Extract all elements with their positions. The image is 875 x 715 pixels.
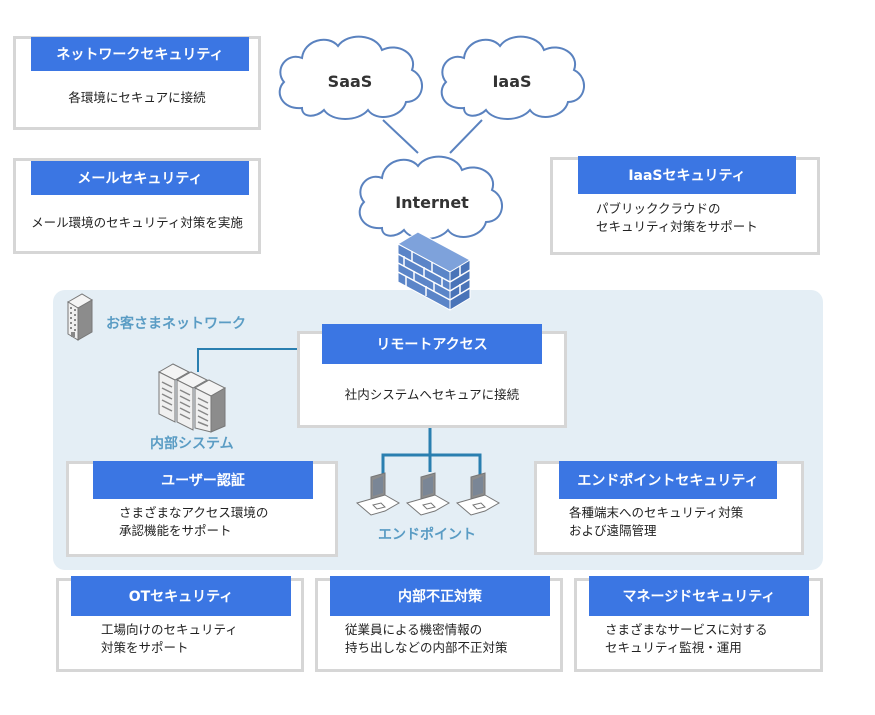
card-description: パブリッククラウドの セキュリティ対策をサポート bbox=[596, 201, 758, 234]
endpoint-branch-line bbox=[381, 453, 482, 475]
card-title: エンドポイントセキュリティ bbox=[559, 461, 777, 499]
internet-label: Internet bbox=[395, 193, 469, 212]
card-title: ネットワークセキュリティ bbox=[31, 37, 249, 71]
card-description: さまざまなアクセス環境の 承認機能をサポート bbox=[119, 505, 269, 538]
iaas-security-card: IaaSセキュリティ パブリッククラウドの セキュリティ対策をサポート bbox=[550, 156, 820, 255]
server-rack-icon bbox=[157, 363, 227, 433]
iaas-internet-line bbox=[449, 119, 483, 154]
saas-internet-line bbox=[382, 119, 419, 154]
iaas-cloud-icon: IaaS bbox=[440, 35, 585, 120]
card-description: 社内システムへセキュアに接続 bbox=[344, 387, 520, 402]
card-description: 従業員による機密情報の 持ち出しなどの内部不正対策 bbox=[345, 622, 508, 655]
card-description: 各種端末へのセキュリティ対策 および遠隔管理 bbox=[569, 505, 744, 538]
card-title: OTセキュリティ bbox=[71, 576, 291, 616]
card-description: 工場向けのセキュリティ 対策をサポート bbox=[101, 622, 238, 655]
endpoint-label: エンドポイント bbox=[378, 527, 476, 543]
remote-access-card: リモートアクセス 社内システムへセキュアに接続 bbox=[297, 324, 567, 428]
laptop-icon bbox=[355, 472, 401, 516]
saas-label: SaaS bbox=[328, 72, 373, 91]
card-title: IaaSセキュリティ bbox=[578, 156, 796, 194]
saas-cloud-icon: SaaS bbox=[278, 35, 423, 120]
internal-system-label: 内部システム bbox=[150, 436, 234, 452]
customer-network-label: お客さまネットワーク bbox=[106, 316, 246, 332]
firewall-icon bbox=[396, 231, 472, 311]
laptop-icon bbox=[455, 472, 501, 516]
card-title: マネージドセキュリティ bbox=[589, 576, 809, 616]
mail-security-card: メールセキュリティ メール環境のセキュリティ対策を実施 bbox=[13, 158, 261, 254]
building-icon bbox=[67, 293, 93, 341]
network-security-card: ネットワークセキュリティ 各環境にセキュアに接続 bbox=[13, 36, 261, 130]
card-title: ユーザー認証 bbox=[93, 461, 313, 499]
card-description: メール環境のセキュリティ対策を実施 bbox=[31, 215, 243, 230]
card-description: さまざまなサービスに対する セキュリティ監視・運用 bbox=[605, 622, 768, 655]
insider-threat-card: 内部不正対策 従業員による機密情報の 持ち出しなどの内部不正対策 bbox=[315, 576, 563, 672]
card-title: リモートアクセス bbox=[322, 324, 542, 364]
card-description: 各環境にセキュアに接続 bbox=[68, 90, 206, 105]
card-title: 内部不正対策 bbox=[330, 576, 550, 616]
endpoint-security-card: エンドポイントセキュリティ 各種端末へのセキュリティ対策 および遠隔管理 bbox=[534, 461, 804, 555]
laptop-icon bbox=[405, 472, 451, 516]
user-auth-card: ユーザー認証 さまざまなアクセス環境の 承認機能をサポート bbox=[66, 461, 338, 557]
managed-security-card: マネージドセキュリティ さまざまなサービスに対する セキュリティ監視・運用 bbox=[574, 576, 823, 672]
ot-security-card: OTセキュリティ 工場向けのセキュリティ 対策をサポート bbox=[56, 576, 304, 672]
iaas-label: IaaS bbox=[492, 72, 531, 91]
internal-system-line bbox=[197, 348, 300, 372]
card-title: メールセキュリティ bbox=[31, 161, 249, 195]
